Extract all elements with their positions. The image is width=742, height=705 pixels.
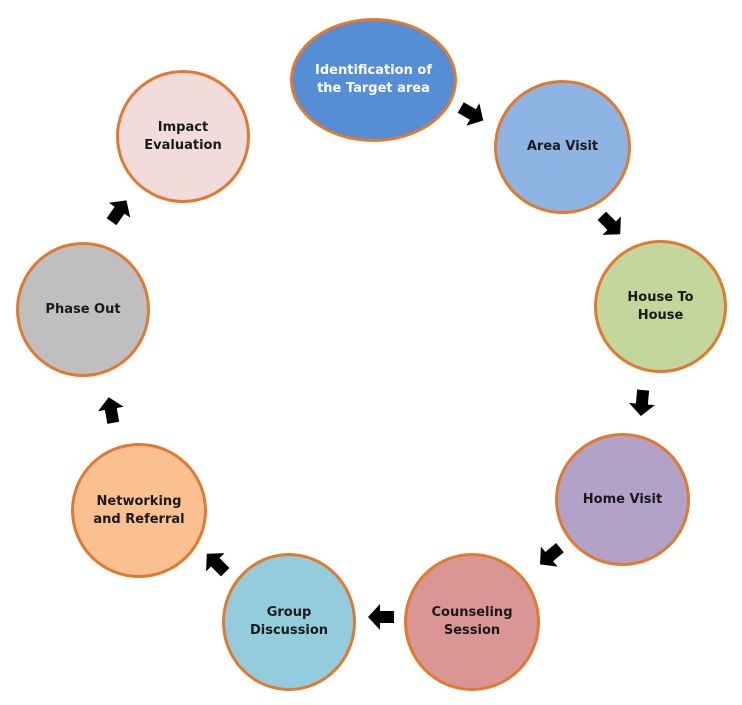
block-arrow-icon bbox=[94, 393, 129, 428]
stage-impact-evaluation: Impact Evaluation bbox=[116, 70, 250, 203]
block-arrow-icon bbox=[590, 204, 632, 246]
block-arrow-icon bbox=[452, 94, 493, 135]
stage-label: Area Visit bbox=[526, 139, 599, 154]
stage-label: Identification of the Target area bbox=[315, 63, 432, 96]
stage-label: Counseling Session bbox=[431, 605, 513, 638]
block-arrow-icon bbox=[195, 542, 237, 584]
stage-label: Impact Evaluation bbox=[144, 119, 222, 153]
stage-label: Group Discussion bbox=[249, 605, 329, 638]
stage-identification-target-area: Identification of the Target area bbox=[290, 18, 457, 142]
stage-group-discussion: Group Discussion bbox=[222, 553, 356, 691]
stage-label: Home Visit bbox=[582, 491, 663, 507]
stage-label: House To House bbox=[627, 289, 694, 323]
stage-house-to-house: House To House bbox=[594, 240, 727, 373]
block-arrow-icon bbox=[529, 535, 571, 577]
stage-area-visit: Area Visit bbox=[494, 80, 631, 214]
stage-counseling-session: Counseling Session bbox=[404, 553, 540, 691]
stage-phase-out: Phase Out bbox=[16, 242, 150, 377]
stage-label: Phase Out bbox=[45, 301, 121, 317]
block-arrow-icon bbox=[366, 602, 396, 632]
stage-label: Networking and Referral bbox=[93, 493, 185, 527]
stage-home-visit: Home Visit bbox=[555, 433, 690, 566]
block-arrow-icon bbox=[98, 190, 140, 232]
block-arrow-icon bbox=[626, 387, 659, 420]
stage-networking-referral: Networking and Referral bbox=[71, 443, 207, 578]
